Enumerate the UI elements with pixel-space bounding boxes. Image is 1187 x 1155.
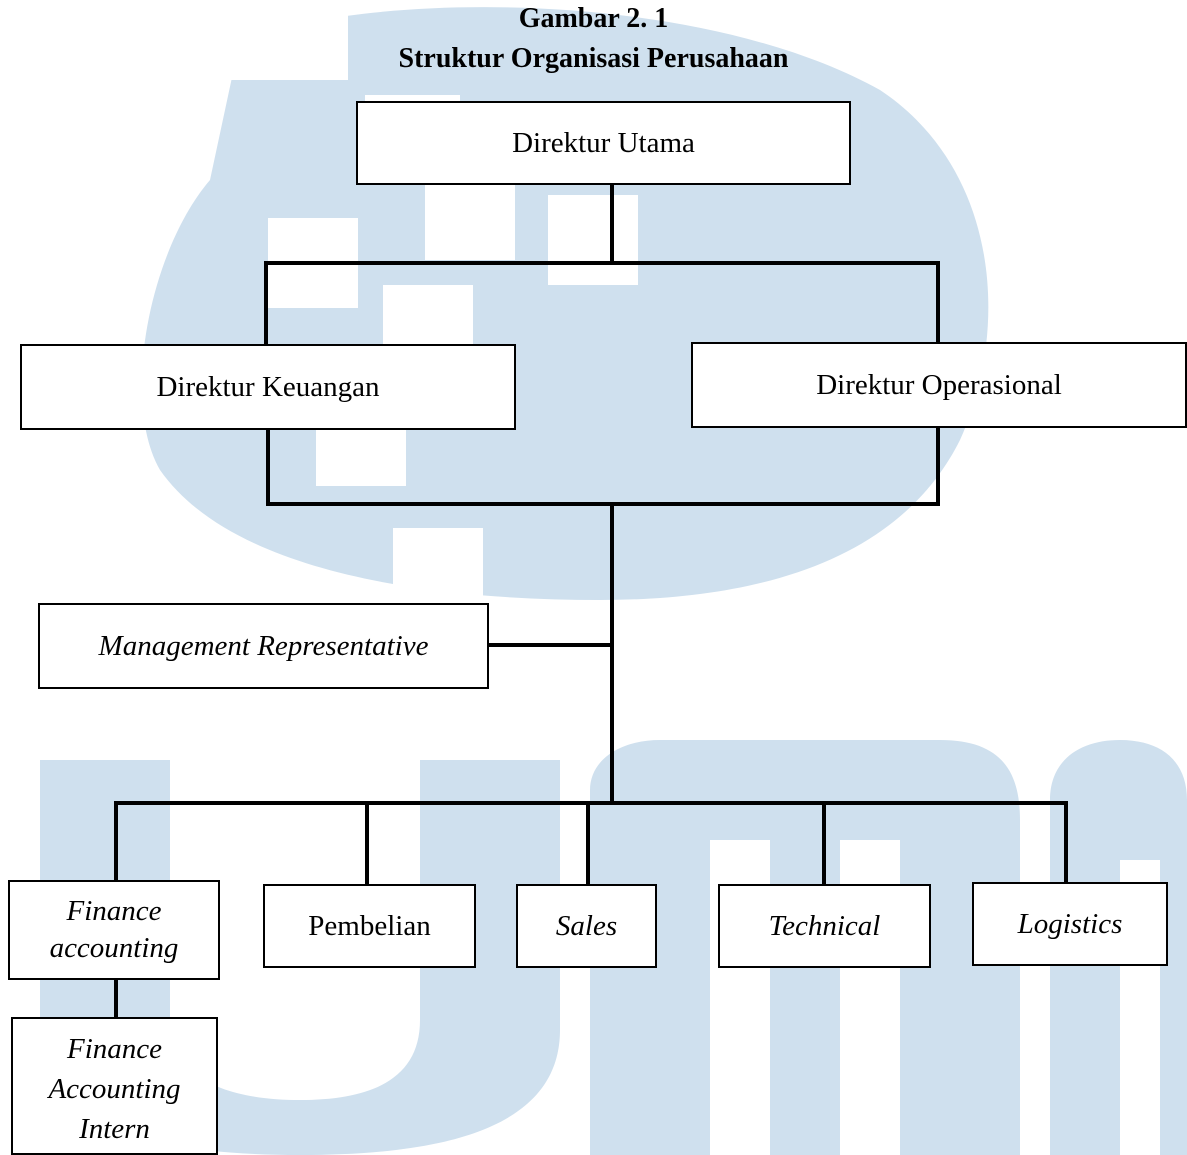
node-management-representative: Management Representative [38, 603, 489, 689]
node-logistics: Logistics [972, 882, 1168, 966]
node-label: Direktur Operasional [816, 368, 1062, 401]
node-label: Logistics [1017, 907, 1123, 940]
node-finance-accounting: Finance accounting [8, 880, 220, 980]
node-technical: Technical [718, 884, 931, 968]
node-label-line: Accounting [48, 1073, 181, 1105]
node-label: Direktur Keuangan [156, 370, 380, 403]
node-sales: Sales [516, 884, 657, 968]
node-label: Technical [768, 909, 881, 942]
figure-caption-number: Gambar 2. 1 [518, 3, 669, 34]
node-label: Direktur Utama [512, 126, 695, 159]
node-label: Sales [555, 909, 618, 942]
node-finance-accounting-intern: Finance Accounting Intern [11, 1017, 218, 1155]
node-label-line: Intern [79, 1113, 150, 1145]
node-label: Management Representative [98, 629, 429, 662]
node-direktur-operasional: Direktur Operasional [691, 342, 1187, 428]
node-label-line: accounting [49, 932, 179, 964]
node-label-line: Finance [66, 1033, 162, 1065]
node-direktur-utama: Direktur Utama [356, 101, 851, 185]
figure-caption-title: Struktur Organisasi Perusahaan [398, 43, 789, 74]
node-pembelian: Pembelian [263, 884, 476, 968]
node-direktur-keuangan: Direktur Keuangan [20, 344, 516, 430]
node-label: Pembelian [308, 909, 431, 942]
node-label-line: Finance [66, 895, 162, 927]
